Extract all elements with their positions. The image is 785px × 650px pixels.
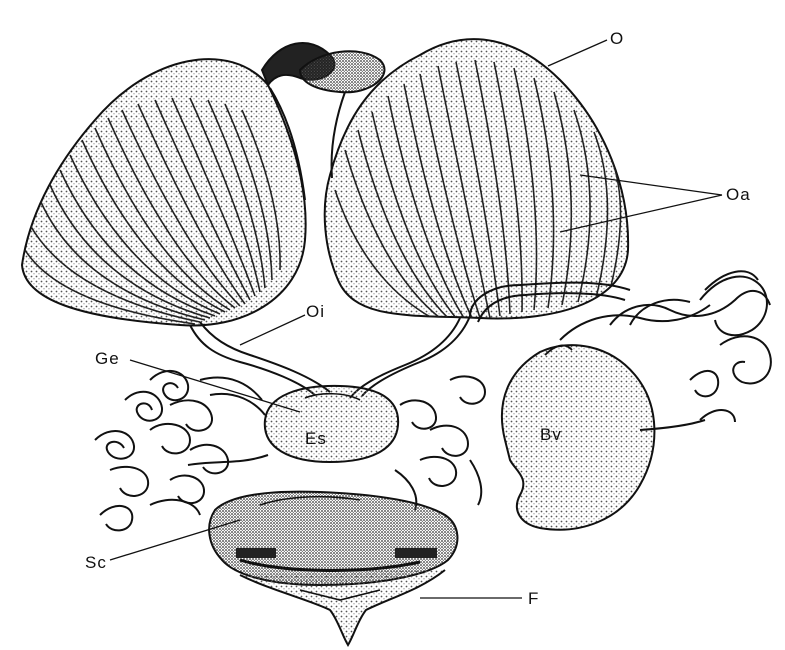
- dark-band-left: [236, 548, 276, 558]
- label-esophagus: Es: [305, 430, 327, 447]
- label-ovary-arms: Oa: [726, 186, 751, 203]
- label-bursa: Bv: [540, 426, 562, 443]
- leader-Ge: [130, 360, 300, 412]
- dark-band-right: [395, 548, 437, 558]
- esophagus-region: [265, 386, 398, 462]
- label-oviduct: Oi: [306, 303, 325, 320]
- bursa-vesicle: [502, 345, 705, 530]
- glands-right: [395, 376, 485, 510]
- label-ovary: O: [610, 30, 624, 47]
- label-glands: Ge: [95, 350, 120, 367]
- label-funnel: F: [528, 590, 539, 607]
- left-ovary-lobe: [22, 59, 306, 325]
- leader-Oi: [240, 315, 305, 345]
- funnel-tip: [240, 570, 445, 645]
- leader-O: [548, 40, 607, 66]
- label-spermatheca: Sc: [85, 554, 107, 571]
